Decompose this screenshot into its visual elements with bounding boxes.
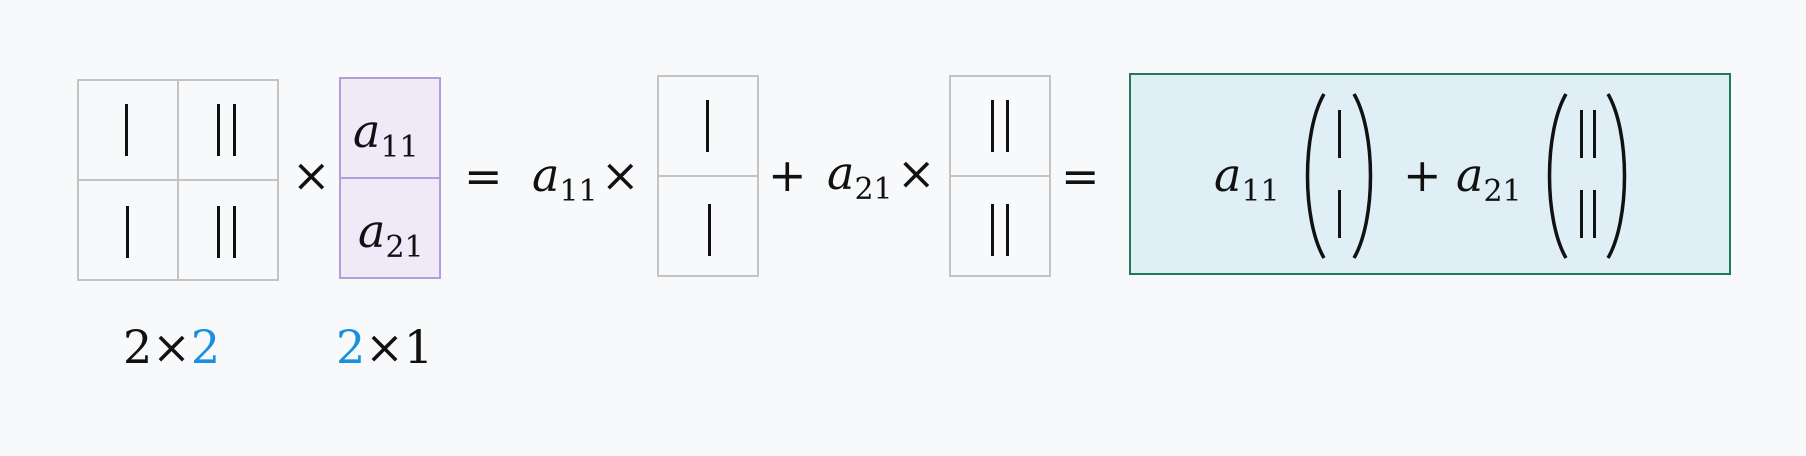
- times-operator-3: ×: [897, 146, 936, 200]
- plus-operator-1: +: [768, 148, 807, 202]
- result-column-1-right-paren: [1352, 93, 1373, 259]
- vector-entry-a11: a11: [353, 104, 419, 165]
- result-column-2-top-stroke-a: [1580, 110, 1583, 158]
- equals-operator-2: =: [1061, 149, 1100, 203]
- expansion-coefficient-a21: a21: [827, 146, 893, 207]
- expansion-column-2-top-stroke-b: [1006, 100, 1009, 152]
- result-column-2-left-paren: [1547, 93, 1568, 259]
- vector-entry-a21: a21: [358, 204, 424, 265]
- times-operator-2: ×: [601, 148, 640, 202]
- result-column-2-bottom-stroke-b: [1593, 190, 1596, 238]
- result-column-2-top-stroke-b: [1593, 110, 1596, 158]
- expansion-column-2-bottom-stroke-a: [991, 204, 994, 256]
- vector-divider: [341, 177, 439, 179]
- expansion-column-2-top-stroke-a: [991, 100, 994, 152]
- expansion-column-2-divider: [951, 175, 1049, 177]
- result-column-1-left-paren: [1305, 93, 1326, 259]
- equals-operator-1: =: [464, 149, 503, 203]
- matrix-dim-cols: 2: [190, 320, 221, 374]
- matrix-dimension-label: 2×2: [123, 324, 220, 370]
- matrix-dim-rows: 2: [123, 320, 153, 374]
- result-box: [1129, 73, 1731, 275]
- expansion-column-1-top-stroke: [706, 100, 709, 152]
- matrix-dim-times: ×: [152, 320, 191, 374]
- expansion-column-2-box: [949, 75, 1051, 277]
- result-coefficient-a21: a21: [1456, 148, 1522, 209]
- matrix-cell-1-2-stroke-b: [233, 104, 236, 156]
- result-column-2-bottom-stroke-a: [1580, 190, 1583, 238]
- times-operator-1: ×: [292, 148, 331, 202]
- matrix-cell-2-2-stroke-b: [233, 206, 236, 258]
- matrix-cell-2-2-stroke-a: [217, 206, 220, 258]
- matrix-cell-1-1-stroke: [125, 104, 128, 156]
- result-column-1-top-stroke: [1338, 110, 1341, 158]
- expansion-column-1-bottom-stroke: [708, 204, 711, 256]
- result-column-1-bottom-stroke: [1338, 190, 1341, 238]
- matrix-divider-horizontal: [77, 179, 279, 181]
- matrix-cell-2-1-stroke: [126, 206, 129, 258]
- matrix-cell-1-2-stroke-a: [217, 104, 220, 156]
- vector-dimension-label: 2×1: [336, 324, 433, 370]
- result-column-2-right-paren: [1606, 93, 1627, 259]
- result-coefficient-a11: a11: [1214, 148, 1280, 209]
- expansion-column-1-box: [657, 75, 759, 277]
- vector-dim-cols: 1: [403, 320, 434, 374]
- plus-operator-2: +: [1403, 148, 1442, 202]
- expansion-column-2-bottom-stroke-b: [1006, 204, 1009, 256]
- expansion-coefficient-a11: a11: [532, 148, 598, 209]
- vector-dim-rows: 2: [336, 320, 366, 374]
- expansion-column-1-divider: [659, 175, 757, 177]
- vector-dim-times: ×: [365, 320, 404, 374]
